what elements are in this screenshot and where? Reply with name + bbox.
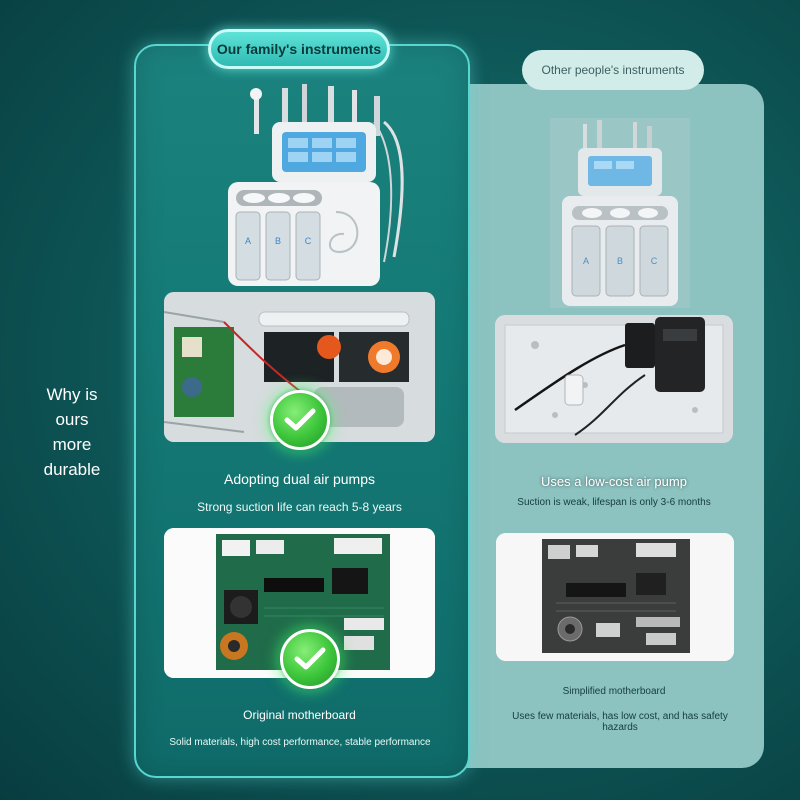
ours-motherboard-check-icon — [280, 629, 340, 689]
others-machine-image: A B C — [550, 118, 690, 308]
ours-motherboard-image — [164, 528, 435, 678]
side-label-line-1: Why is — [46, 385, 98, 404]
side-label-line-3: more — [52, 435, 92, 454]
ours-tank-a-label: A — [245, 236, 251, 246]
ours-tank-b-label: B — [275, 236, 281, 246]
others-feature1-desc: Suction is weak, lifespan is only 3-6 mo… — [517, 497, 711, 508]
ours-tank-c-label: C — [305, 236, 312, 246]
ours-title-badge: Our family's instruments — [208, 29, 390, 69]
ours-feature1-title: Adopting dual air pumps — [224, 471, 375, 487]
ours-pump-check-icon — [270, 390, 330, 450]
others-feature2-desc: Uses few materials, has low cost, and ha… — [512, 711, 728, 733]
others-tank-a-label: A — [583, 256, 589, 266]
ours-feature2-title: Original motherboard — [243, 708, 356, 722]
side-label: Why is ours more durable — [40, 382, 104, 482]
others-tank-b-label: B — [617, 256, 623, 266]
others-feature1-title: Uses a low-cost air pump — [541, 474, 687, 489]
others-pump-image — [495, 315, 733, 443]
others-motherboard-image — [496, 533, 734, 661]
ours-machine-image: A B C — [224, 82, 414, 292]
ours-feature1-desc: Strong suction life can reach 5-8 years — [197, 500, 402, 514]
others-title-badge: Other people's instruments — [522, 50, 704, 90]
others-feature2-title: Simplified motherboard — [562, 686, 666, 697]
side-label-line-2: ours — [55, 410, 89, 429]
ours-feature2-desc: Solid materials, high cost performance, … — [169, 737, 431, 748]
others-tank-c-label: C — [651, 256, 658, 266]
side-label-line-4: durable — [43, 460, 101, 479]
